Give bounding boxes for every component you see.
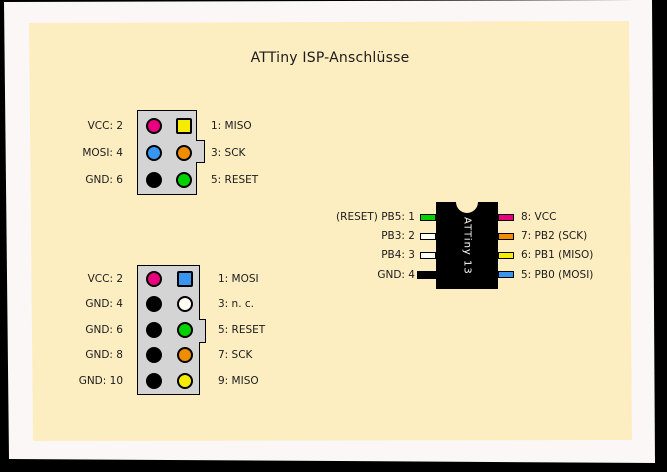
page-title: ATTiny ISP-Anschlüsse	[250, 50, 410, 66]
chip-pin8-icon	[498, 214, 514, 221]
isp10-label-pin6: GND: 6	[85, 324, 123, 336]
isp10-pin10-icon	[146, 373, 162, 389]
isp6-pin3-icon	[176, 145, 192, 161]
isp6-pin4-icon	[146, 145, 162, 161]
chip-pin6-icon	[498, 252, 514, 259]
isp6-label-pin6: GND: 6	[85, 174, 123, 186]
chip-label-pb1: 6: PB1 (MISO)	[521, 249, 594, 261]
isp10-pin6-icon	[146, 322, 162, 338]
isp6-pin5-icon	[176, 172, 192, 188]
chip-pin7-icon	[498, 233, 514, 240]
isp6-label-pin2: VCC: 2	[87, 120, 123, 132]
chip-pin3-icon	[420, 252, 436, 259]
isp10-pin5-icon	[177, 322, 193, 338]
isp6-pin6-icon	[146, 172, 162, 188]
isp10-pin2-icon	[146, 271, 162, 287]
isp6-label-pin1: 1: MISO	[211, 120, 252, 132]
isp10-polarity-tab	[199, 319, 206, 343]
chip-label-vcc: 8: VCC	[521, 211, 557, 223]
chip-notch	[456, 191, 478, 213]
isp10-label-pin5: 5: RESET	[218, 324, 266, 336]
isp10-label-pin2: VCC: 2	[87, 273, 123, 285]
isp10-label-pin9: 9: MISO	[218, 375, 259, 387]
isp6-pin2-icon	[146, 118, 162, 134]
isp6-label-pin5: 5: RESET	[211, 174, 259, 186]
chip-body: ATTiny 13	[436, 202, 498, 289]
chip-pin1-icon	[420, 214, 436, 221]
chip-label-pb3: PB3: 2	[381, 230, 415, 242]
isp6-label-pin4: MOSI: 4	[82, 147, 123, 159]
chip-label-pb5: (RESET) PB5: 1	[336, 211, 415, 223]
chip-name-label: ATTiny 13	[461, 216, 473, 275]
isp10-label-pin7: 7: SCK	[218, 349, 253, 361]
isp10-pin1-icon	[177, 271, 193, 287]
isp6-polarity-tab	[196, 140, 205, 163]
isp10-pin4-icon	[146, 296, 162, 312]
isp10-pin7-icon	[177, 347, 193, 363]
isp10-label-pin1: 1: MOSI	[218, 273, 259, 285]
chip-pin2-icon	[420, 233, 436, 240]
chip-label-pb2: 7: PB2 (SCK)	[521, 230, 588, 242]
isp10-label-pin10: GND: 10	[78, 375, 123, 387]
isp10-label-pin3: 3: n. c.	[218, 298, 254, 310]
isp6-pin1-icon	[176, 118, 192, 134]
chip-pin5-icon	[498, 271, 514, 278]
chip-pin4-icon	[417, 271, 436, 279]
isp10-pin8-icon	[146, 347, 162, 363]
isp10-pin9-icon	[177, 373, 193, 389]
chip-label-pb4: PB4: 3	[381, 249, 415, 261]
isp10-label-pin8: GND: 8	[85, 349, 123, 361]
isp10-pin3-icon	[177, 296, 193, 312]
chip-label-pb0: 5: PB0 (MOSI)	[521, 269, 594, 281]
isp10-label-pin4: GND: 4	[85, 298, 123, 310]
isp6-label-pin3: 3: SCK	[211, 147, 246, 159]
chip-label-gnd: GND: 4	[377, 269, 415, 281]
